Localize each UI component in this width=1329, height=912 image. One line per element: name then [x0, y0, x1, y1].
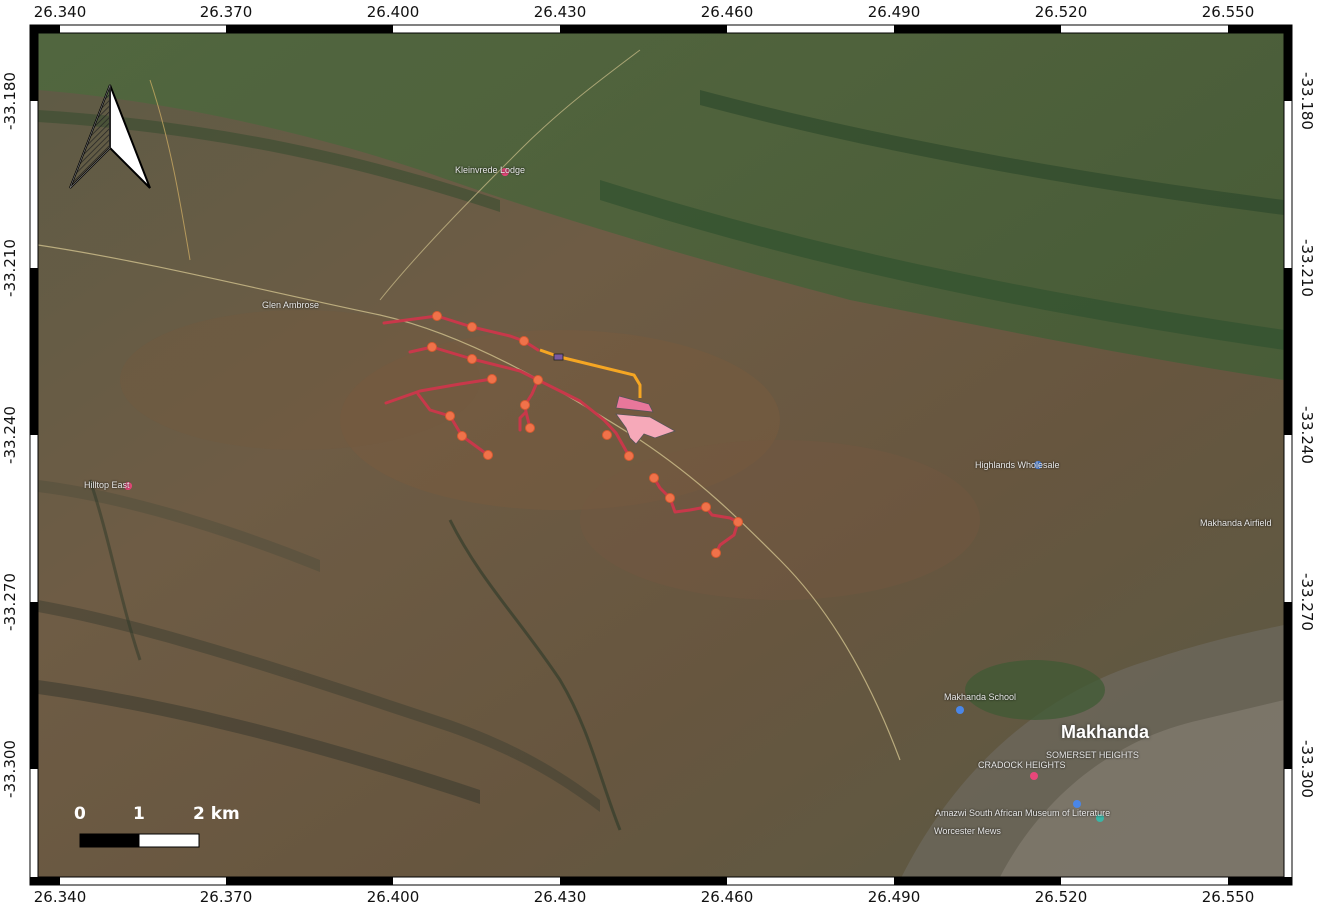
poi-marker-icon[interactable]: [956, 706, 964, 714]
latitude-tick-label: -33.180: [0, 72, 19, 130]
latitude-tick-label: -33.210: [1297, 239, 1316, 297]
place-label-glen-ambrose[interactable]: Glen Ambrose: [262, 300, 320, 310]
turbine-marker[interactable]: [487, 374, 497, 384]
turbine-marker[interactable]: [602, 430, 612, 440]
city-label-makhanda[interactable]: Makhanda: [1061, 722, 1150, 742]
place-label-vrede[interactable]: Kleinvrede Lodge: [455, 165, 526, 175]
turbine-marker[interactable]: [701, 502, 711, 512]
turbine-marker[interactable]: [624, 451, 634, 461]
cable-string-3: [384, 377, 494, 405]
longitude-tick-label: 26.520: [1034, 3, 1088, 21]
poi-marker-icon[interactable]: [1034, 461, 1042, 469]
turbine-marker[interactable]: [733, 517, 743, 527]
cable-string-6: [518, 410, 528, 432]
scale-bar: [79, 833, 200, 848]
poi-marker-icon[interactable]: [501, 168, 509, 176]
longitude-tick-label: 26.340: [33, 3, 87, 21]
turbine-marker[interactable]: [432, 311, 442, 321]
cable-string-7: [652, 476, 740, 524]
laydown-area: [615, 413, 676, 445]
latitude-tick-label: -33.300: [0, 740, 19, 798]
longitude-tick-label: 26.490: [867, 888, 921, 906]
latitude-tick-label: -33.240: [1297, 406, 1316, 464]
place-label-cradock[interactable]: CRADOCK HEIGHTS: [978, 760, 1066, 770]
turbine-marker[interactable]: [533, 375, 543, 385]
place-label-museum[interactable]: Amazwi South African Museum of Literatur…: [935, 808, 1111, 818]
substation-area: [615, 395, 654, 413]
place-label-somerset[interactable]: SOMERSET HEIGHTS: [1046, 750, 1139, 760]
longitude-tick-label: 26.340: [33, 888, 87, 906]
latitude-tick-label: -33.270: [1297, 573, 1316, 631]
longitude-tick-label: 26.550: [1201, 3, 1255, 21]
satellite-imagery: [38, 33, 1284, 877]
place-label-airfield[interactable]: Makhanda Airfield: [1200, 518, 1272, 528]
longitude-tick-label: 26.400: [366, 888, 420, 906]
poi-marker-icon[interactable]: [1073, 800, 1081, 808]
turbine-marker[interactable]: [649, 473, 659, 483]
longitude-tick-label: 26.490: [867, 3, 921, 21]
access-road-line: [539, 348, 642, 398]
turbine-marker[interactable]: [427, 342, 437, 352]
latitude-tick-label: -33.180: [1297, 72, 1316, 130]
scale-bar-label-2: 2 km: [193, 804, 240, 824]
site-compound: [553, 353, 564, 361]
turbine-marker[interactable]: [520, 400, 530, 410]
longitude-tick-label: 26.460: [700, 888, 754, 906]
place-label-worcester[interactable]: Worcester Mews: [934, 826, 1001, 836]
longitude-tick-label: 26.460: [700, 3, 754, 21]
turbine-marker[interactable]: [525, 423, 535, 433]
turbine-marker[interactable]: [711, 548, 721, 558]
place-label-makhanda-school[interactable]: Makhanda School: [944, 692, 1017, 702]
longitude-tick-label: 26.370: [199, 3, 253, 21]
north-arrow-icon: [69, 84, 151, 189]
latitude-tick-label: -33.210: [0, 239, 19, 297]
scale-bar-label-1: 1: [133, 804, 145, 824]
latitude-tick-label: -33.270: [0, 573, 19, 631]
longitude-tick-label: 26.550: [1201, 888, 1255, 906]
poi-marker-icon[interactable]: [1096, 814, 1104, 822]
turbine-marker[interactable]: [519, 336, 529, 346]
turbine-marker[interactable]: [467, 354, 477, 364]
turbine-marker[interactable]: [457, 431, 467, 441]
turbine-marker[interactable]: [483, 450, 493, 460]
project-layout: [124, 168, 1104, 822]
place-label-hilltop[interactable]: Hilltop East: [84, 480, 130, 490]
turbine-marker[interactable]: [665, 493, 675, 503]
scale-bar-label-0: 0: [74, 804, 86, 824]
longitude-tick-label: 26.370: [199, 888, 253, 906]
longitude-tick-label: 26.430: [533, 888, 587, 906]
latitude-tick-label: -33.300: [1297, 740, 1316, 798]
latitude-tick-label: -33.240: [0, 406, 19, 464]
place-label-ridge[interactable]: Highlands Wholesale: [975, 460, 1060, 470]
map-frame: [29, 24, 1293, 886]
longitude-tick-label: 26.400: [366, 3, 420, 21]
longitude-tick-label: 26.430: [533, 3, 587, 21]
longitude-tick-label: 26.520: [1034, 888, 1088, 906]
turbine-marker[interactable]: [445, 411, 455, 421]
turbine-marker[interactable]: [467, 322, 477, 332]
poi-marker-icon[interactable]: [124, 482, 132, 490]
poi-marker-icon[interactable]: [1030, 772, 1038, 780]
